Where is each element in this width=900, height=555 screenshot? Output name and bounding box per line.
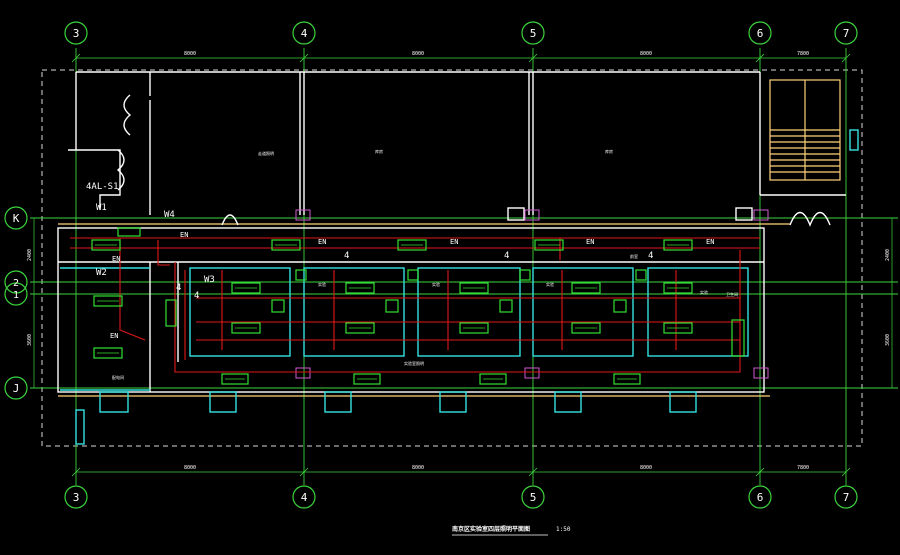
axis-left-2: 2: [13, 278, 19, 289]
axis-top-5: 5: [530, 27, 537, 40]
lighting-circuits: [70, 237, 760, 373]
en-label-7: EN: [112, 255, 120, 263]
circuit-mark-3: 4: [648, 251, 653, 261]
room-label-lab-2: 实验: [432, 281, 440, 287]
grid-bubbles-left: [4, 206, 28, 400]
axis-bottom-3: 3: [73, 491, 80, 504]
light-fixtures: [91, 227, 745, 385]
room-label-corridor: 实验室照明: [404, 360, 424, 366]
room-label-anteroom: 前室: [630, 253, 638, 259]
room-label-lab-4: 实验: [700, 289, 708, 295]
axis-bottom-4: 4: [301, 491, 308, 504]
dim-bottom-2: 8000: [412, 465, 424, 471]
window-tag-w1: W1: [96, 203, 107, 213]
dim-left-1: 2400: [27, 249, 33, 261]
dim-left-2: 3600: [27, 334, 33, 346]
dimension-lines: [33, 53, 893, 477]
window-tag-w3: W3: [204, 275, 215, 285]
horizontal-grid-lines: [30, 217, 898, 389]
lab-block-walls: [57, 223, 790, 397]
grid-bubbles-bottom: [64, 485, 858, 509]
en-label-3: EN: [450, 238, 458, 246]
circuit-mark-2: 4: [504, 251, 509, 261]
drawing-title: 南京区实验室四层照明平面图: [452, 525, 530, 533]
dim-right-2: 3600: [885, 334, 891, 346]
corridor-doors: [221, 207, 831, 379]
axis-top-6: 6: [757, 27, 764, 40]
dim-bottom-4: 7800: [797, 465, 809, 471]
window-tag-w4: W4: [164, 210, 175, 220]
drawing-scale: 1:50: [556, 526, 571, 533]
axis-left-k: K: [13, 212, 20, 225]
axis-top-3: 3: [73, 27, 80, 40]
lab-partitions: [60, 267, 749, 391]
vertical-grid-lines: [75, 48, 847, 485]
axis-top-7: 7: [843, 27, 850, 40]
room-label-lab-3: 实验: [546, 281, 554, 287]
room-label-dist: 配电间: [112, 374, 124, 380]
grid-bubbles-top: [64, 21, 858, 45]
circuit-mark-5: 4: [194, 291, 199, 301]
en-label-1: EN: [180, 231, 188, 239]
bottom-windows: [75, 391, 697, 445]
circuit-mark-1: 4: [344, 251, 349, 261]
room-label-upper-1: 走道照明: [258, 150, 274, 156]
room-label-wc: 卫生间: [726, 291, 738, 297]
en-label-4: EN: [586, 238, 594, 246]
room-label-lab-1: 实验: [318, 281, 326, 287]
dim-bottom-3: 8000: [640, 465, 652, 471]
dim-top-1: 8000: [184, 51, 196, 57]
room-label-upper-2: 库房: [375, 148, 383, 154]
axis-left-1: 1: [13, 290, 19, 301]
dim-top-2: 8000: [412, 51, 424, 57]
axis-left-j: J: [13, 382, 20, 395]
axis-bottom-7: 7: [843, 491, 850, 504]
left-door-arcs: [116, 94, 132, 191]
en-label-2: EN: [318, 238, 326, 246]
axis-top-4: 4: [301, 27, 308, 40]
axis-bottom-6: 6: [757, 491, 764, 504]
circuit-mark-4: 4: [176, 283, 181, 293]
panel-label: 4AL-S1: [86, 182, 119, 192]
upper-rooms-walls: [68, 71, 846, 215]
stair: [769, 79, 859, 181]
drawing-boundary: [41, 69, 863, 447]
dim-right-1: 2400: [885, 249, 891, 261]
en-label-6: EN: [110, 332, 118, 340]
dim-top-3: 8000: [640, 51, 652, 57]
dim-bottom-1: 8000: [184, 465, 196, 471]
axis-bottom-5: 5: [530, 491, 537, 504]
en-label-5: EN: [706, 238, 714, 246]
dim-top-4: 7800: [797, 51, 809, 57]
window-tag-w2: W2: [96, 268, 107, 278]
room-label-upper-3: 库房: [605, 148, 613, 154]
